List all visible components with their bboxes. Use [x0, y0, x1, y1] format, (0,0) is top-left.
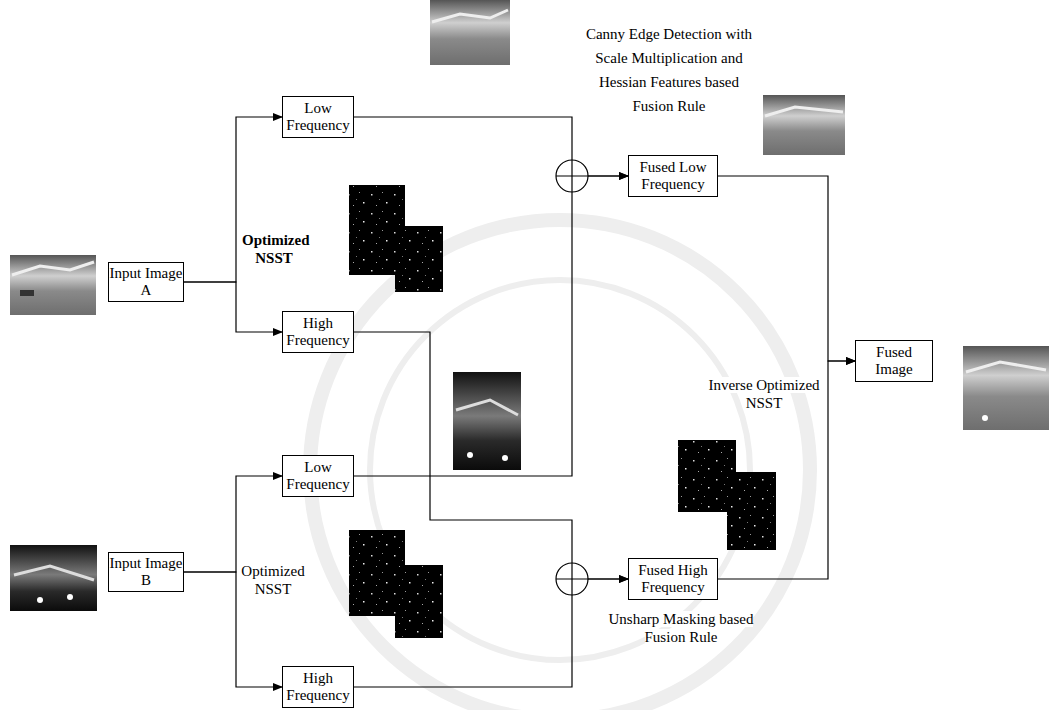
label-block: Optimized NSST	[242, 231, 306, 267]
box-text: Low Frequency	[283, 459, 353, 493]
connector-arrow	[184, 476, 282, 572]
box-text: Input Image A	[109, 265, 183, 299]
box-text: Input Image B	[109, 555, 183, 589]
process-box: Low Frequency	[282, 455, 354, 497]
sum-junction	[556, 160, 588, 192]
fusion-rule-label: Unsharp Masking based Fusion Rule	[609, 611, 754, 645]
process-box: High Frequency	[282, 666, 354, 708]
label-block: Optimized NSST	[240, 562, 306, 598]
label-block: Inverse Optimized NSST	[706, 376, 822, 412]
fusion-rule-label: Canny Edge Detection with Scale Multipli…	[586, 26, 752, 114]
high-frequency-b-image	[349, 530, 443, 638]
sum-junction	[556, 563, 588, 595]
fused-image	[963, 346, 1049, 430]
input-image-a	[10, 255, 96, 315]
process-box: Input Image A	[108, 262, 184, 302]
box-text: Fused Low Frequency	[629, 159, 717, 193]
fused-high-image	[678, 440, 776, 550]
low-frequency-a-image	[430, 0, 510, 65]
high-frequency-a-image	[349, 185, 443, 292]
process-box: Fused Low Frequency	[628, 155, 718, 197]
process-box: Low Frequency	[282, 96, 354, 138]
connector-arrow	[354, 332, 628, 579]
connector-arrow	[718, 361, 855, 579]
connector-arrow	[354, 176, 628, 476]
box-text: High Frequency	[283, 670, 353, 704]
label-block: Canny Edge Detection with Scale Multipli…	[584, 22, 754, 118]
transform-label: Optimized NSST	[241, 563, 304, 597]
label-block: Unsharp Masking based Fusion Rule	[596, 610, 766, 646]
inverse-transform-label: Inverse Optimized NSST	[708, 377, 819, 411]
process-box: Fused High Frequency	[628, 558, 718, 600]
box-text: Fused Image	[856, 344, 932, 378]
connector-arrow	[718, 176, 855, 361]
box-text: High Frequency	[283, 315, 353, 349]
low-frequency-b-image	[453, 372, 521, 470]
box-text: Fused High Frequency	[629, 562, 717, 596]
process-box: Fused Image	[855, 340, 933, 382]
watermark	[310, 220, 810, 710]
process-box: Input Image B	[108, 552, 184, 592]
connector-arrow	[354, 579, 628, 687]
input-image-b	[10, 545, 97, 611]
process-box: High Frequency	[282, 311, 354, 353]
connector-arrow	[354, 117, 628, 176]
transform-label: Optimized NSST	[242, 232, 310, 266]
connector-arrow	[184, 282, 282, 332]
fused-low-image	[763, 95, 845, 155]
box-text: Low Frequency	[283, 100, 353, 134]
